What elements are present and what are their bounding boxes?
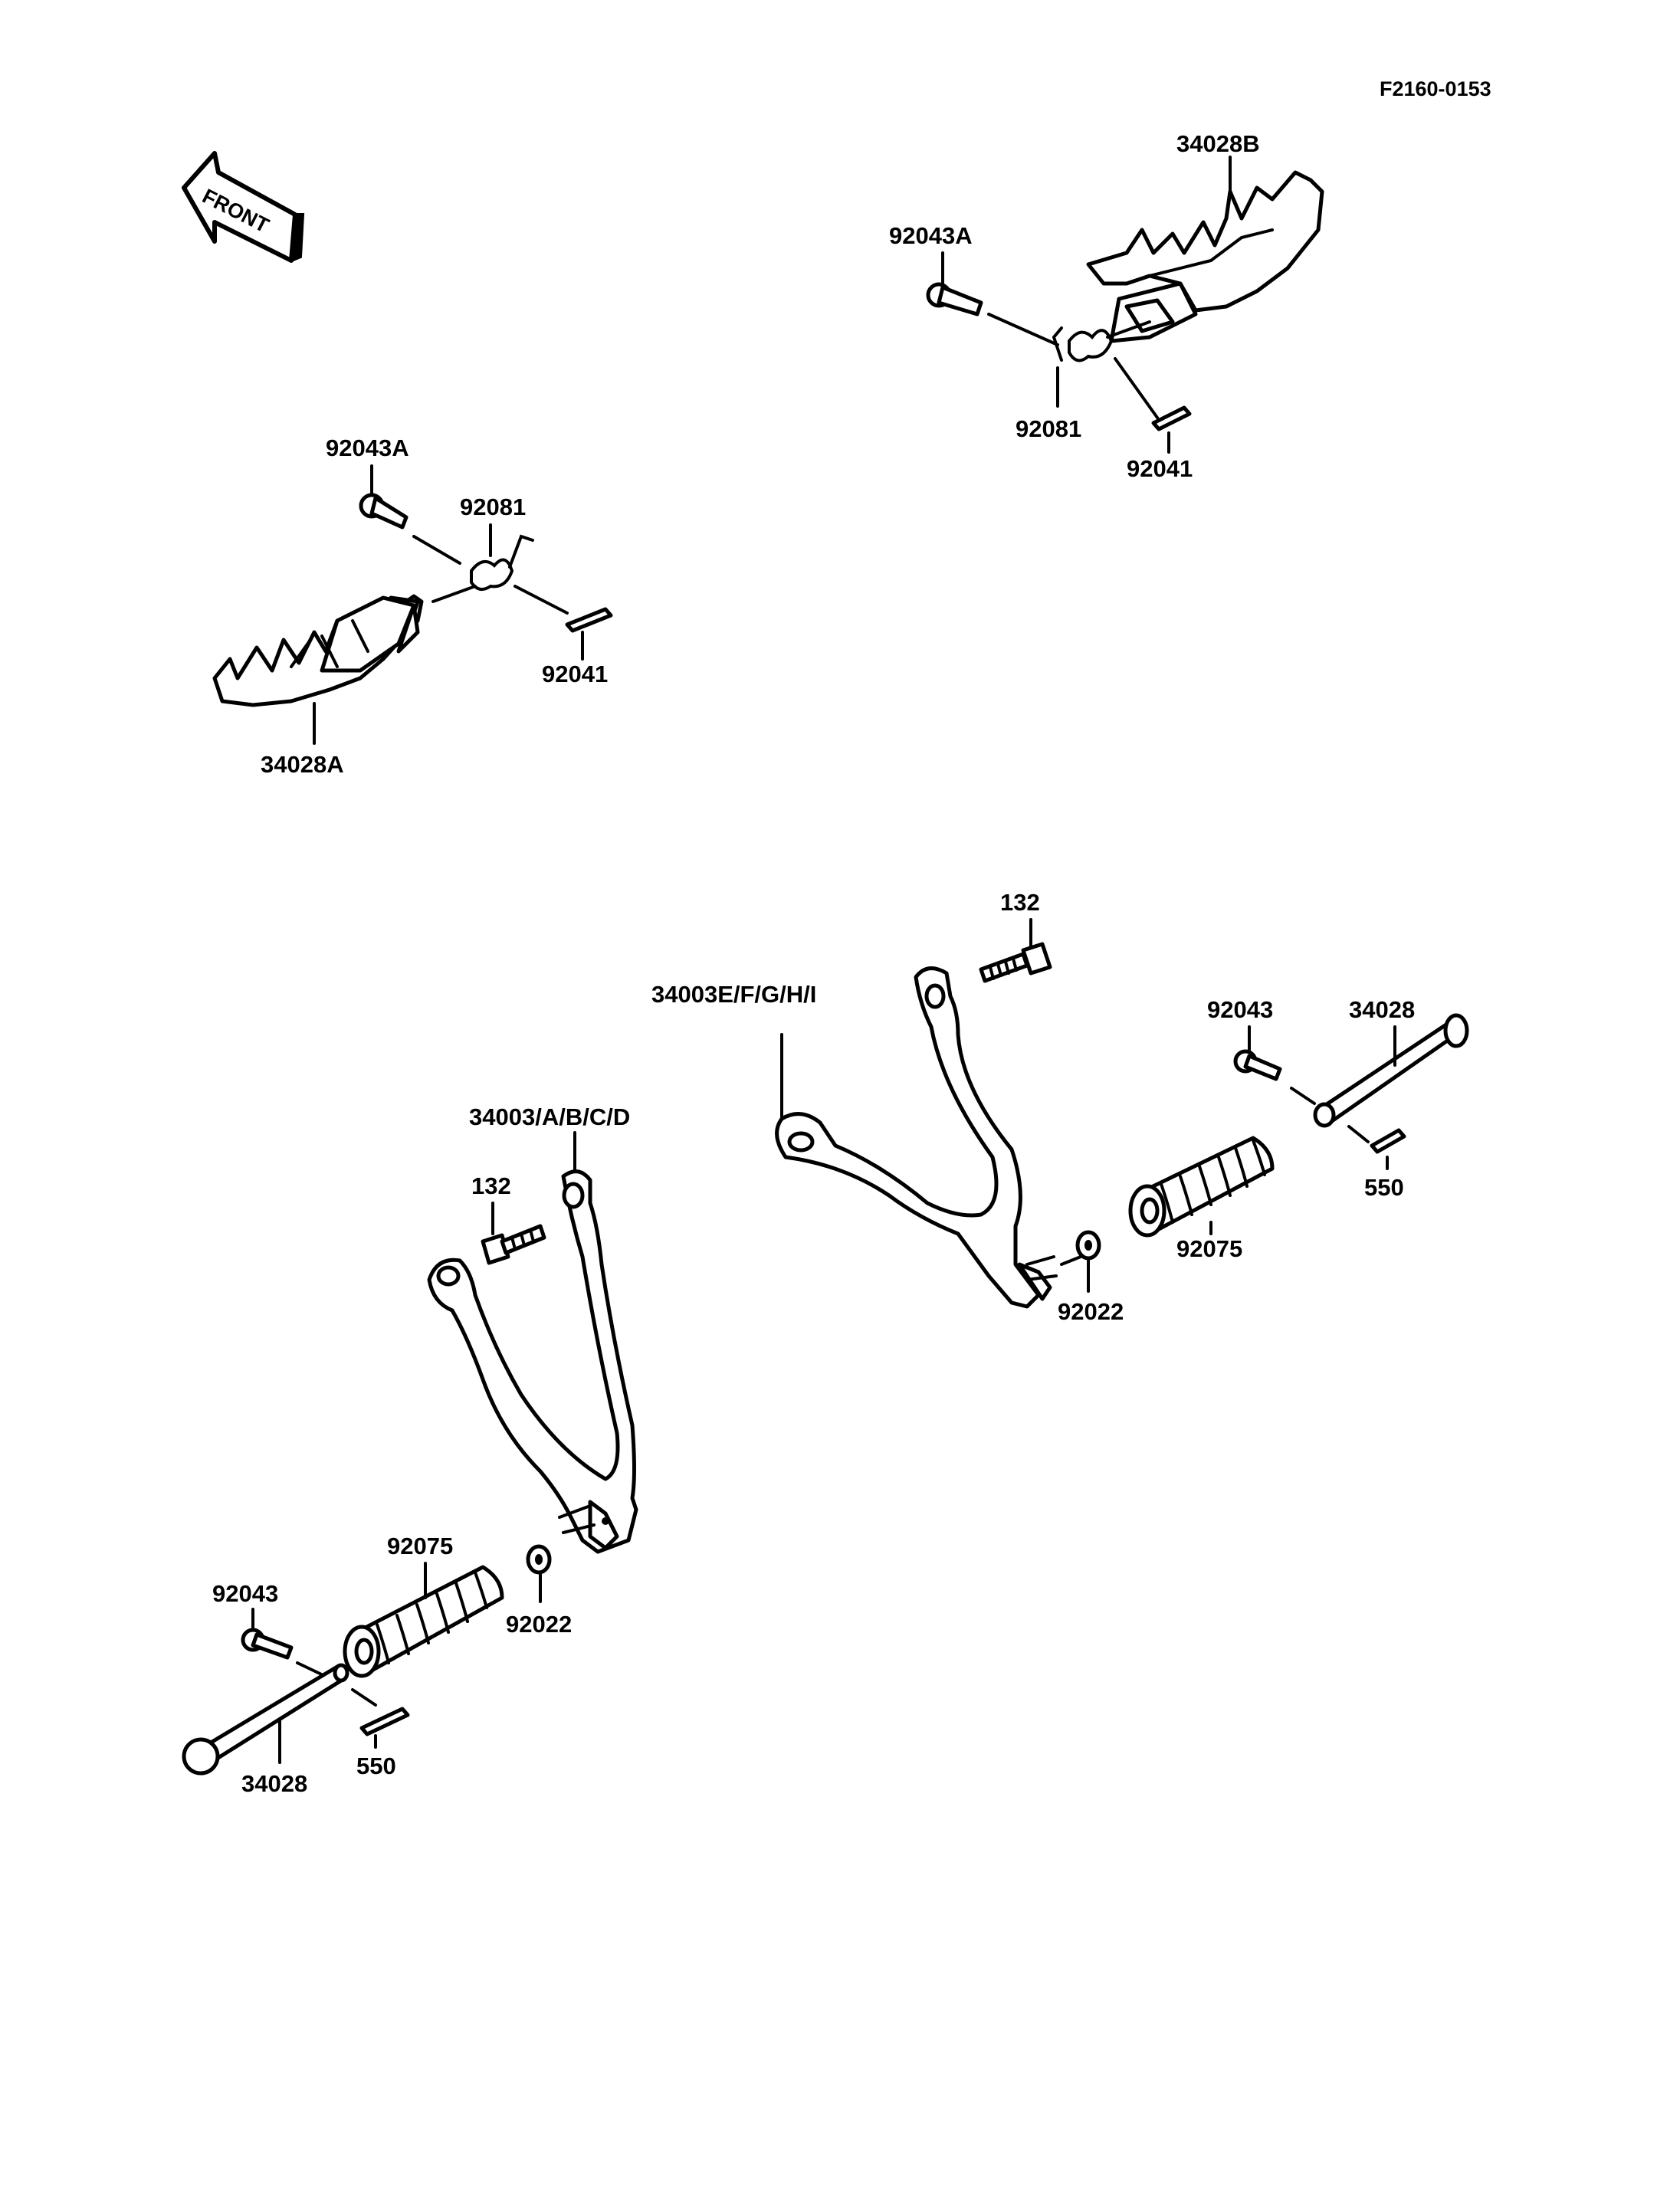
pin-92043a-top-right (926, 282, 983, 316)
footpeg-34028b (1086, 170, 1324, 343)
bracket-34003-left (427, 1169, 638, 1554)
shaft-34028-left (182, 1663, 349, 1776)
label-132-left: 132 (471, 1172, 511, 1199)
cotter-550-right (1370, 1128, 1406, 1154)
label-92075-right: 92075 (1176, 1235, 1242, 1262)
label-550-left: 550 (356, 1753, 396, 1779)
rubber-92075-right (1128, 1136, 1275, 1238)
label-92043a-top-right: 92043A (889, 222, 973, 249)
pin-92043-left (241, 1628, 294, 1660)
cotter-92041-top-right (1151, 405, 1192, 431)
label-92041-top-right: 92041 (1127, 455, 1193, 482)
label-34003e-right: 34003E/F/G/H/I (651, 981, 816, 1008)
label-92075-left: 92075 (387, 1533, 453, 1559)
label-34028b: 34028B (1176, 130, 1260, 157)
shaft-34028-right (1313, 1013, 1469, 1128)
cotter-92041-top-left (565, 607, 613, 633)
label-92022-right: 92022 (1058, 1298, 1124, 1325)
label-92081-top-left: 92081 (460, 494, 526, 520)
cotter-550-left (359, 1707, 410, 1736)
label-34028-right: 34028 (1349, 996, 1415, 1023)
figure-code: F2160-0153 (1380, 77, 1491, 100)
rubber-92075-left (343, 1565, 504, 1678)
label-92043-right: 92043 (1207, 996, 1273, 1023)
spring-92081-top-left (431, 534, 534, 603)
label-92043-left: 92043 (212, 1580, 278, 1607)
washer-92022-right (1075, 1230, 1101, 1261)
footpeg-34028a (212, 594, 424, 707)
label-34028a: 34028A (261, 751, 344, 778)
bolt-132-right (979, 942, 1052, 983)
pin-92043-right (1233, 1049, 1282, 1081)
pin-92043a-top-left (359, 493, 409, 530)
label-92043a-top-left: 92043A (326, 434, 409, 461)
front-arrow-icon: FRONT (182, 151, 305, 263)
label-92041-top-left: 92041 (542, 661, 608, 687)
washer-92022-left (526, 1544, 552, 1575)
spring-92081-top-right (1052, 320, 1151, 362)
bolt-132-left (481, 1224, 546, 1265)
bracket-34003e-right (775, 966, 1058, 1309)
label-132-right: 132 (1000, 889, 1040, 916)
label-92022-left: 92022 (506, 1611, 572, 1638)
label-92081-top-right: 92081 (1016, 415, 1081, 442)
label-34003-left: 34003/A/B/C/D (469, 1103, 630, 1130)
label-550-right: 550 (1364, 1174, 1404, 1201)
label-34028-left: 34028 (241, 1770, 307, 1797)
